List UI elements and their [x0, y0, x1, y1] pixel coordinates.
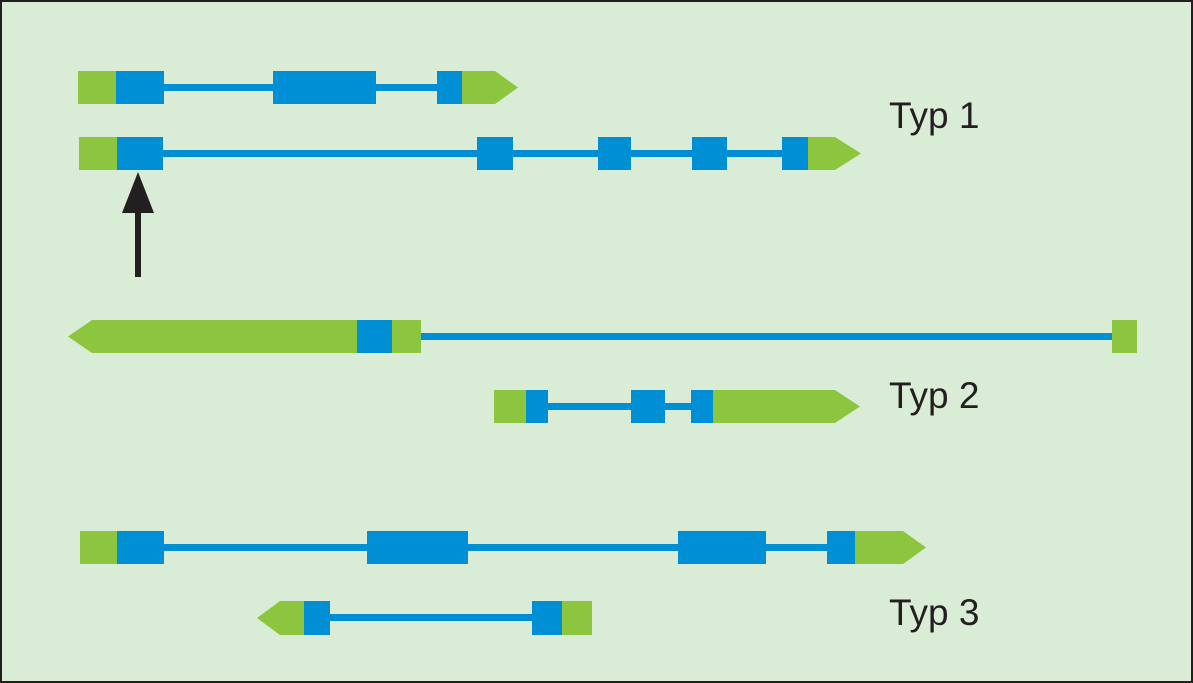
- exon: [367, 531, 468, 564]
- exon: [631, 390, 665, 423]
- utr-5: [494, 390, 526, 423]
- gene-type2-transcript-a: [68, 320, 1137, 353]
- exon: [691, 390, 713, 423]
- utr-5: [79, 137, 117, 170]
- utr-3-arrow: [808, 137, 861, 170]
- utr: [1112, 320, 1137, 353]
- exon: [782, 137, 808, 170]
- utr-3-arrow: [462, 71, 518, 104]
- gene-type3-transcript-a: [80, 531, 926, 564]
- intron-line: [421, 333, 1112, 340]
- gene-type1-transcript-b: [79, 137, 861, 170]
- gene-type3-transcript-b: [257, 601, 592, 635]
- exon: [357, 320, 392, 353]
- exon: [117, 531, 164, 564]
- exon: [598, 137, 631, 170]
- label-type2: Typ 2: [889, 375, 980, 416]
- intron-line: [164, 544, 827, 551]
- gene-type2-transcript-b: [494, 390, 860, 423]
- exon: [304, 601, 330, 635]
- exon: [477, 137, 513, 170]
- intron-line: [548, 403, 691, 410]
- utr: [562, 601, 592, 635]
- exon: [273, 71, 376, 104]
- intron-line: [163, 150, 782, 157]
- exon: [437, 71, 462, 104]
- intron-line: [330, 614, 532, 621]
- utr-3-arrow: [855, 531, 926, 564]
- exon: [116, 71, 164, 104]
- utr-3-arrow: [713, 390, 860, 423]
- exon: [526, 390, 548, 423]
- exon: [692, 137, 727, 170]
- exon: [532, 601, 562, 635]
- utr-5: [78, 71, 116, 104]
- gene-type1-transcript-a: [78, 71, 518, 104]
- exon: [678, 531, 766, 564]
- utr-arrow: [257, 601, 304, 635]
- utr: [392, 320, 421, 353]
- label-type1: Typ 1: [889, 95, 980, 136]
- label-type3: Typ 3: [889, 592, 980, 633]
- up-arrow-icon: [122, 172, 154, 277]
- exon: [117, 137, 163, 170]
- utr-arrow: [68, 320, 357, 353]
- utr-5: [80, 531, 117, 564]
- exon: [827, 531, 855, 564]
